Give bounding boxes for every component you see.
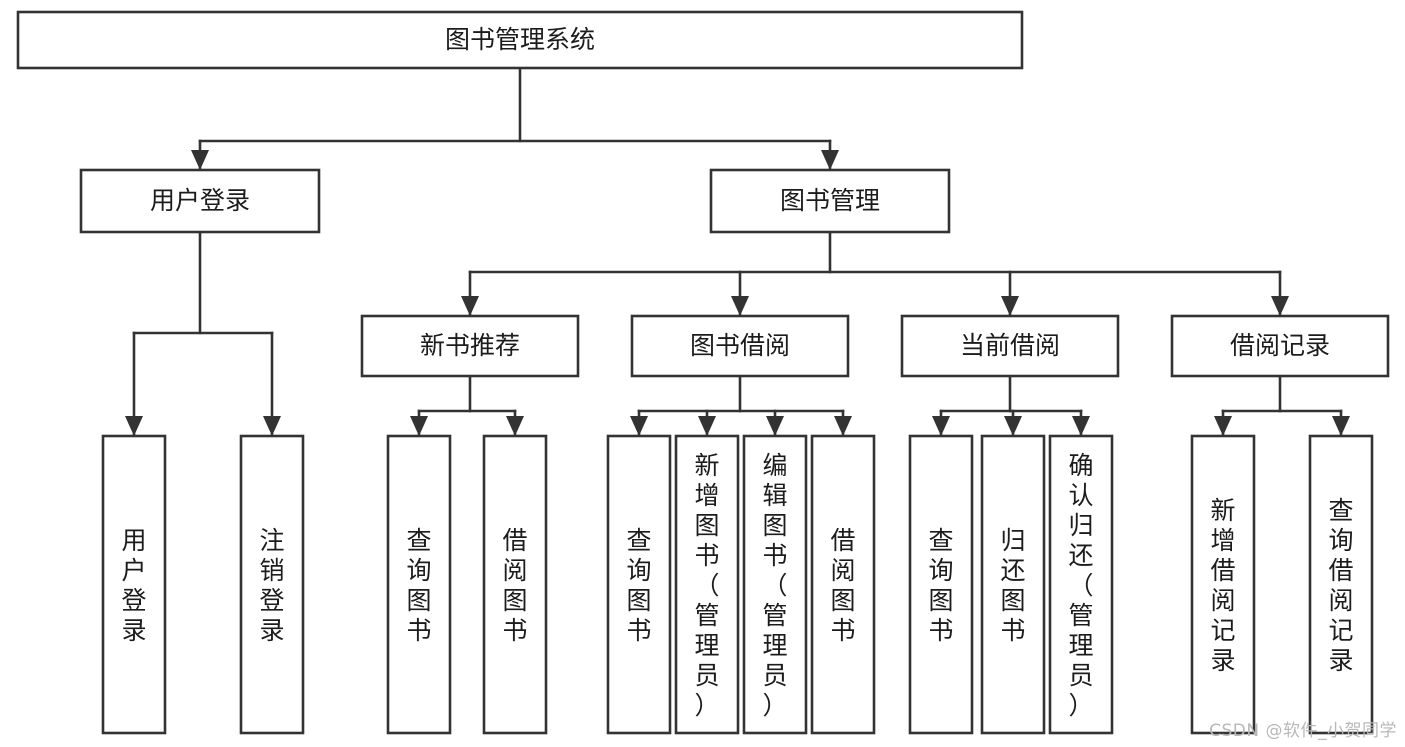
arrow-head-icon [461, 296, 479, 316]
leaf-node-7[interactable]: 编辑图书（管理员） [742, 434, 808, 735]
arrow-head-icon [125, 416, 143, 436]
leaf-node-12[interactable]: 新增借阅记录 [1190, 434, 1256, 735]
arrow-head-icon [1072, 416, 1090, 436]
leaf-node-6-label: 新增图书（管理员） [694, 451, 719, 720]
leaf-node-3-label: 查询图书 [406, 526, 431, 645]
edges-layer [125, 66, 1350, 436]
level3-node-4-box [1170, 314, 1390, 378]
leaf-node-2-box [239, 434, 305, 735]
leaf-node-11[interactable]: 确认归还（管理员） [1048, 434, 1114, 735]
level2-node-1-label: 用户登录 [150, 186, 250, 215]
leaf-node-3-box [386, 434, 452, 735]
nodes-layer: 图书管理系统用户登录图书管理新书推荐图书借阅当前借阅借阅记录用户登录注销登录查询… [16, 10, 1390, 735]
arrow-head-icon [1001, 296, 1019, 316]
leaf-node-10[interactable]: 归还图书 [980, 434, 1046, 735]
level3-node-3[interactable]: 当前借阅 [900, 314, 1120, 378]
arrow-head-icon [191, 150, 209, 170]
arrow-head-icon [506, 416, 524, 436]
leaf-node-13-box [1308, 434, 1374, 735]
watermark-text: CSDN @软件_小贺同学 [1209, 721, 1397, 741]
arrow-head-icon [630, 416, 648, 436]
arrow-head-icon [766, 416, 784, 436]
leaf-node-4-box [482, 434, 548, 735]
leaf-node-12-label: 新增借阅记录 [1210, 496, 1235, 675]
leaf-node-7-label: 编辑图书（管理员） [762, 451, 787, 720]
leaf-node-1-box [101, 434, 167, 735]
leaf-node-5-label: 查询图书 [626, 526, 651, 645]
level2-node-1-box [79, 168, 321, 234]
leaf-node-1[interactable]: 用户登录 [101, 434, 167, 735]
level3-node-4-label: 借阅记录 [1230, 331, 1330, 360]
arrow-head-icon [932, 416, 950, 436]
level3-node-1-box [360, 314, 580, 378]
leaf-node-8-box [810, 434, 876, 735]
arrow-head-icon [698, 416, 716, 436]
leaf-node-9[interactable]: 查询图书 [908, 434, 974, 735]
node-root-e59bbee4b9a6e7aea1e79086e7b3bbe7bb9f[interactable]: 图书管理系统 [16, 10, 1024, 70]
level3-node-3-label: 当前借阅 [960, 331, 1060, 360]
leaf-node-4-label: 借阅图书 [502, 526, 527, 645]
level3-node-2-box [630, 314, 850, 378]
arrow-head-icon [1004, 416, 1022, 436]
node-root-e59bbee4b9a6e7aea1e79086e7b3bbe7bb9f-label: 图书管理系统 [445, 25, 595, 54]
arrow-head-icon [263, 416, 281, 436]
leaf-node-8-label: 借阅图书 [830, 526, 855, 645]
arrow-head-icon [834, 416, 852, 436]
level3-node-3-box [900, 314, 1120, 378]
level2-node-1[interactable]: 用户登录 [79, 168, 321, 234]
leaf-node-9-label: 查询图书 [928, 526, 953, 645]
leaf-node-5-box [606, 434, 672, 735]
leaf-node-6[interactable]: 新增图书（管理员） [674, 434, 740, 735]
level3-node-1[interactable]: 新书推荐 [360, 314, 580, 378]
level2-node-2-box [709, 168, 951, 234]
level3-node-2[interactable]: 图书借阅 [630, 314, 850, 378]
leaf-node-2-label: 注销登录 [259, 526, 284, 645]
level3-node-4[interactable]: 借阅记录 [1170, 314, 1390, 378]
leaf-node-13-label: 查询借阅记录 [1328, 496, 1353, 675]
arrow-head-icon [1332, 416, 1350, 436]
leaf-node-8[interactable]: 借阅图书 [810, 434, 876, 735]
arrow-head-icon [731, 296, 749, 316]
leaf-node-4[interactable]: 借阅图书 [482, 434, 548, 735]
leaf-node-12-box [1190, 434, 1256, 735]
leaf-node-3[interactable]: 查询图书 [386, 434, 452, 735]
leaf-node-13[interactable]: 查询借阅记录 [1308, 434, 1374, 735]
arrow-head-icon [1271, 296, 1289, 316]
leaf-node-5[interactable]: 查询图书 [606, 434, 672, 735]
leaf-node-1-label: 用户登录 [121, 526, 146, 645]
leaf-node-6-box [674, 434, 740, 735]
arrow-head-icon [410, 416, 428, 436]
level3-node-2-label: 图书借阅 [690, 331, 790, 360]
leaf-node-11-box [1048, 434, 1114, 735]
leaf-node-7-box [742, 434, 808, 735]
leaf-node-10-box [980, 434, 1046, 735]
arrow-head-icon [821, 150, 839, 170]
leaf-node-2[interactable]: 注销登录 [239, 434, 305, 735]
arrow-head-icon [1214, 416, 1232, 436]
level2-node-2-label: 图书管理 [780, 186, 880, 215]
level3-node-1-label: 新书推荐 [420, 331, 520, 360]
node-root-e59bbee4b9a6e7aea1e79086e7b3bbe7bb9f-box [16, 10, 1024, 70]
leaf-node-11-label: 确认归还（管理员） [1068, 451, 1093, 720]
level2-node-2[interactable]: 图书管理 [709, 168, 951, 234]
leaf-node-9-box [908, 434, 974, 735]
leaf-node-10-label: 归还图书 [1000, 526, 1025, 645]
